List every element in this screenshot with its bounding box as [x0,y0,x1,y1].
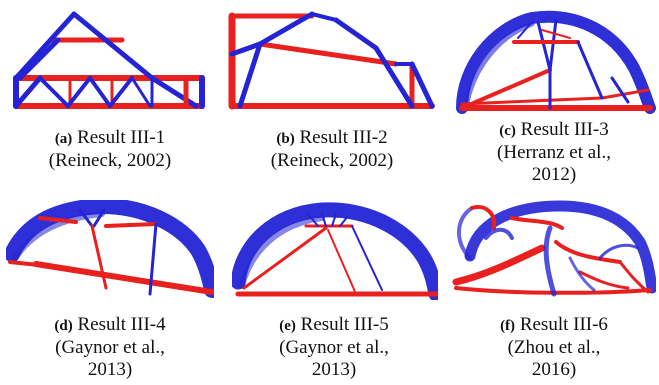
caption-year: 2012) [531,164,577,185]
caption-tag: (f) [500,318,516,334]
caption-citation: (Zhou et al., [507,337,601,358]
topology-figure-e [232,202,438,300]
caption-c: (c) Result III-3 (Herranz et al., 2012) [452,119,656,186]
caption-citation: (Gaynor et al., [55,337,165,358]
caption-year: 2016) [531,359,577,380]
caption-year: 2013) [87,359,133,380]
caption-tag: (b) [276,131,295,147]
caption-e: (e) Result III-5 (Gaynor et al., 2013) [232,314,436,381]
topology-figure-c [456,10,656,114]
caption-d: (d) Result III-4 (Gaynor et al., 2013) [10,314,210,381]
truss-figure-a [13,11,205,109]
caption-year: 2013) [311,359,357,380]
caption-title: Result III-6 [519,314,608,335]
truss-figure-b [228,11,435,110]
caption-title: Result III-1 [77,127,166,148]
caption-citation: (Reineck, 2002) [270,150,394,171]
caption-citation: (Gaynor et al., [279,337,389,358]
caption-title: Result III-5 [300,314,389,335]
caption-a: (a) Result III-1 (Reineck, 2002) [10,127,210,172]
caption-title: Result III-2 [299,127,388,148]
caption-citation: (Reineck, 2002) [48,150,172,171]
topology-figure-d [6,200,214,298]
caption-tag: (d) [54,318,73,334]
caption-tag: (e) [279,318,296,334]
caption-tag: (a) [54,131,73,147]
topology-figure-f [452,200,656,297]
caption-f: (f) Result III-6 (Zhou et al., 2016) [452,314,656,381]
caption-b: (b) Result III-2 (Reineck, 2002) [232,127,432,172]
caption-title: Result III-3 [520,119,609,140]
caption-tag: (c) [499,123,516,139]
caption-title: Result III-4 [77,314,166,335]
caption-citation: (Herranz et al., [497,142,611,163]
